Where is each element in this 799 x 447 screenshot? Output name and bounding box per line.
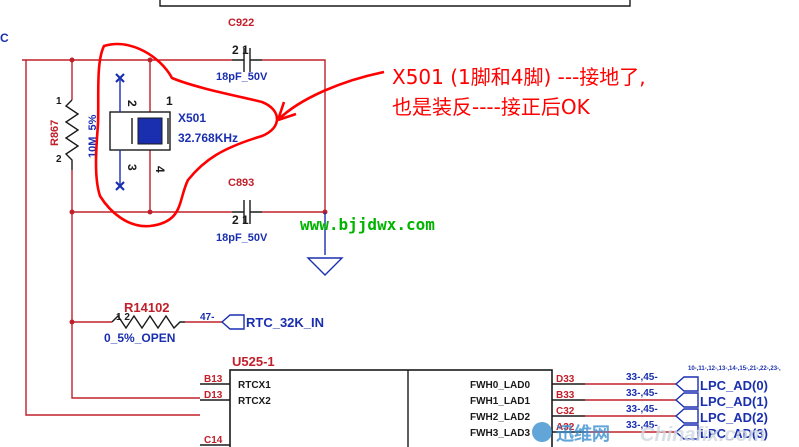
- lpc-net-num: 33-,45-: [626, 404, 658, 415]
- arrow-head-icon: [276, 101, 297, 122]
- u525-right-pin-num: B33: [556, 390, 575, 401]
- annotation-line-1: X501 (1脚和4脚) ---接地了,: [392, 65, 646, 89]
- x501-pin2: 2: [125, 100, 139, 107]
- c893-ref: C893: [228, 177, 254, 189]
- resistor-r14102: R14102 1 2 0_5%_OPEN: [104, 300, 185, 345]
- lpc-net-label: LPC_AD(0): [700, 378, 768, 393]
- annotation-line-2: 也是装反----接正后OK: [392, 95, 591, 119]
- u525-right-pin-num: C32: [556, 406, 575, 417]
- junction-dot: [147, 57, 153, 63]
- x501-ref: X501: [178, 111, 206, 125]
- highlight-circle: [94, 42, 279, 228]
- lpc-net-num: 33-,45-: [626, 388, 658, 399]
- x501-pin1: 1: [166, 94, 173, 108]
- r867-pin2: 2: [56, 154, 62, 165]
- annotation-arrow: [277, 70, 385, 121]
- crystal-x501: 1 2 3 4 X501 32.768KHz: [109, 73, 238, 191]
- u525-ref: U525-1: [232, 354, 275, 369]
- rtc-net-num: 47-: [200, 312, 214, 323]
- x501-pin4: 4: [153, 166, 167, 173]
- chip-u525: U525-1 B13 RTCX1 D13 RTCX2 C14 FWH0_LAD0…: [200, 354, 585, 447]
- r14102-value: 0_5%_OPEN: [104, 331, 175, 345]
- ground-icon: [306, 212, 344, 276]
- lpc-net-num: 33-,45-: [626, 420, 658, 431]
- r14102-ref: R14102: [124, 300, 170, 315]
- no-connect-icon: [115, 73, 125, 83]
- capacitor-c922: C922 2 1 18pF_50V: [216, 17, 268, 83]
- capacitor-c893: C893 2 1 18pF_50V: [216, 177, 268, 244]
- wire-left-rtcx2: [22, 59, 200, 416]
- wire-r867-rtcx1: [71, 170, 200, 399]
- u525-right-pin-num: D33: [556, 374, 575, 385]
- wire-r867-top: [71, 60, 73, 100]
- junction-dot: [69, 57, 75, 63]
- rtc-label: RTC_32K_IN: [246, 315, 324, 330]
- no-connect-icon: [115, 181, 125, 191]
- u525-right-pin-name: FWH2_LAD2: [470, 412, 530, 423]
- x501-value: 32.768KHz: [178, 131, 238, 145]
- junction-dot: [69, 319, 75, 325]
- logo-site: Chinafix.com: [640, 424, 766, 446]
- corner-label: C: [0, 31, 9, 45]
- lpc-net-num: 33-,45-: [626, 372, 658, 383]
- resistor-r867: R867 1 2 10M_5%: [49, 96, 99, 170]
- watermark-url: www.bjjdwx.com: [300, 215, 435, 234]
- u525-left-pin-num: D13: [204, 390, 223, 401]
- u525-right-pin-name: FWH0_LAD0: [470, 380, 530, 391]
- x501-pin3: 3: [125, 164, 139, 171]
- u525-right-pin-num: A32: [556, 422, 575, 433]
- c922-pins: 2 1: [232, 43, 249, 57]
- u525-left-pin-name: RTCX1: [238, 380, 271, 391]
- lpc-net-label: LPC_AD(1): [700, 394, 768, 409]
- r867-ref: R867: [49, 120, 61, 146]
- c893-value: 18pF_50V: [216, 232, 268, 244]
- c893-pins: 2 1: [232, 213, 249, 227]
- lpc-net-label: LPC_AD(2): [700, 410, 768, 425]
- u525-right-pin-name: FWH3_LAD3: [470, 428, 530, 439]
- logo-icon: [532, 422, 552, 442]
- lpc-bus-ref: 10-,11-,12-,13-,14-,15-,21-,22-,23-,: [688, 366, 781, 372]
- r867-pin1: 1: [56, 96, 62, 107]
- lpc-net-label: LPC_AD(3): [700, 426, 768, 441]
- chinafix-logo: 迅维网 Chinafix.com: [532, 422, 766, 446]
- lpc-bus: 33-,45- 33-,45- 33-,45- 33-,45- 10-,11-,…: [585, 366, 781, 441]
- logo-text: 迅维网: [556, 423, 610, 444]
- u525-left-pin-num: B13: [204, 374, 223, 385]
- c922-value: 18pF_50V: [216, 71, 268, 83]
- u525-left-pin-name: RTCX2: [238, 396, 271, 407]
- sheet-border: [159, 0, 631, 7]
- c922-ref: C922: [228, 17, 254, 29]
- r14102-pins: 1 2: [116, 312, 130, 323]
- junction-dot: [69, 209, 75, 215]
- u525-left-pin-num: C14: [204, 435, 223, 446]
- junction-dot: [147, 209, 153, 215]
- net-label-rtc: 47- RTC_32K_IN: [200, 312, 324, 330]
- wire-right: [262, 59, 326, 212]
- u525-right-pin-name: FWH1_LAD1: [470, 396, 530, 407]
